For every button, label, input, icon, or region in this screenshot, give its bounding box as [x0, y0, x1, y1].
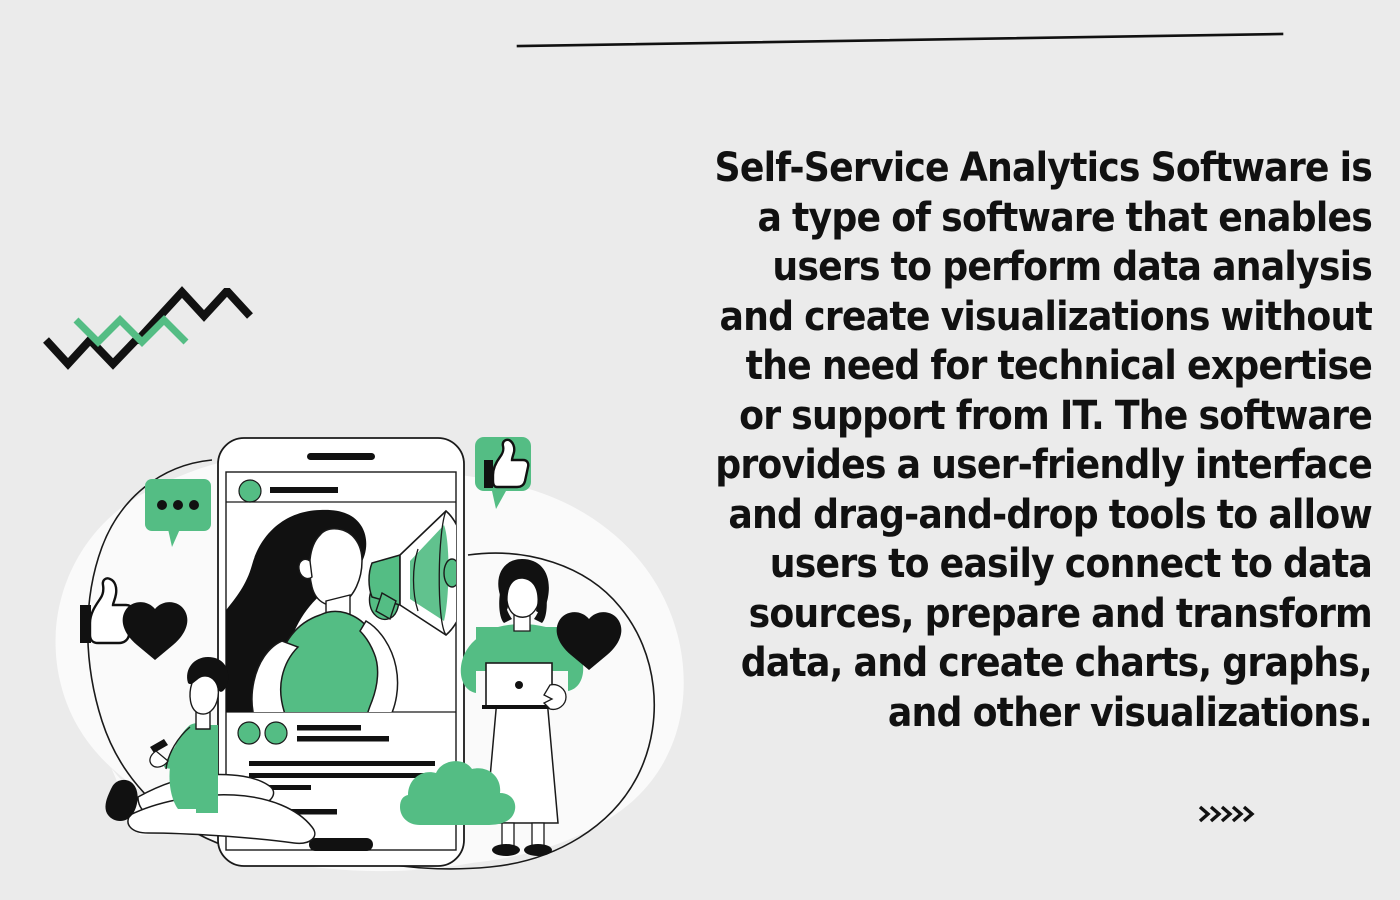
- megaphone-woman-right-arm: [359, 619, 399, 712]
- megaphone-icon: [368, 509, 456, 636]
- seated-person-arm: [164, 735, 195, 769]
- zigzag-black-line: [43, 286, 253, 370]
- heart-icon-left: [122, 602, 188, 660]
- social-media-illustration: [55, 437, 684, 872]
- seated-person-mobile: [150, 739, 168, 753]
- standing-woman-shoe-left: [492, 844, 520, 856]
- megaphone-woman-face: [308, 528, 363, 607]
- zigzag-decoration: [43, 286, 253, 370]
- zigzag-green-line: [73, 315, 189, 347]
- comment-bubble-icon: [145, 479, 211, 547]
- standing-woman-hand: [542, 683, 567, 711]
- phone-earpiece: [307, 453, 375, 460]
- thumbs-up-bubble-icon: [475, 437, 531, 509]
- chevron-right-icon-1: [1198, 805, 1211, 823]
- megaphone-woman-left-arm: [251, 640, 300, 712]
- chevron-decoration: [1198, 805, 1255, 823]
- woman-with-megaphone: [226, 509, 456, 712]
- body-copy-block: Self-Service Analytics Software is a typ…: [620, 143, 1373, 737]
- standing-woman-laptop: [460, 559, 584, 856]
- chevron-right-icon-3: [1220, 805, 1233, 823]
- chevron-right-icon-4: [1231, 805, 1244, 823]
- thumbs-up-outline-icon: [80, 577, 135, 645]
- laptop-icon: [482, 662, 556, 709]
- megaphone-woman-ear: [298, 558, 313, 580]
- seated-person-shoe: [105, 779, 138, 821]
- seated-person: [105, 657, 316, 845]
- chevron-right-icon-5: [1242, 805, 1255, 823]
- bush-icon: [400, 761, 516, 825]
- chevron-right-icon-2: [1209, 805, 1222, 823]
- heart-icon-right: [556, 612, 622, 670]
- background-blob-lower: [80, 557, 671, 872]
- standing-woman-hair: [498, 559, 549, 613]
- standing-woman-shoe-right: [524, 844, 552, 856]
- phone-home-bar: [309, 838, 373, 851]
- top-rule-decoration: [516, 32, 1284, 48]
- seated-person-hair: [187, 657, 229, 692]
- body-copy-paragraph: Self-Service Analytics Software is a typ…: [714, 143, 1373, 736]
